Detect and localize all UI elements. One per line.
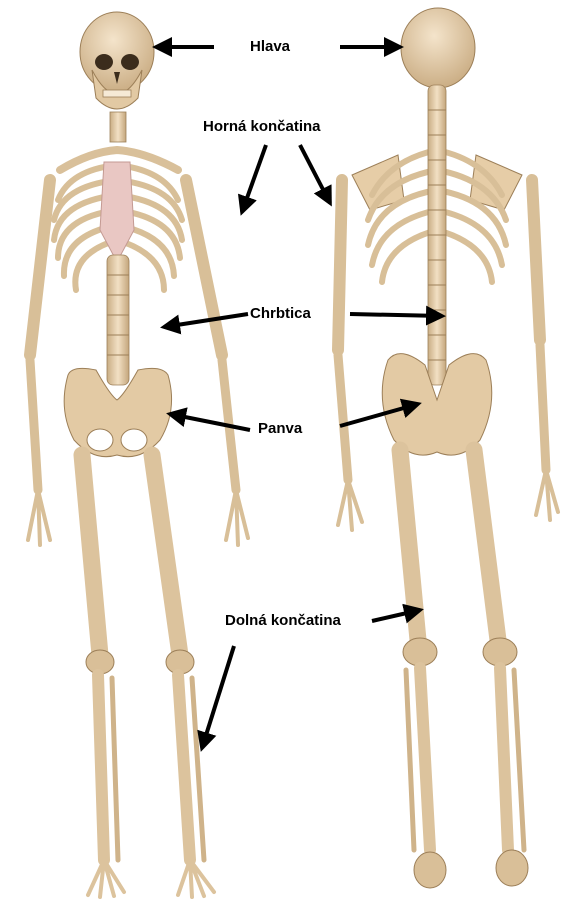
arrow-spine-front: [164, 314, 248, 327]
label-lower-limb: Dolná končatina: [225, 612, 341, 629]
arrow-upper-limb-back: [300, 145, 330, 203]
front-skeleton: [28, 12, 248, 897]
front-spine: [107, 255, 129, 385]
back-legs: [400, 450, 528, 888]
arrow-upper-limb-front: [242, 145, 266, 212]
front-legs: [82, 455, 214, 897]
label-upper-limb: Horná končatina: [203, 118, 321, 135]
back-skeleton: [338, 8, 558, 888]
arrow-pelvis-front: [170, 414, 250, 430]
label-spine: Chrbtica: [250, 305, 311, 322]
back-skull: [401, 8, 475, 88]
label-head: Hlava: [250, 38, 290, 55]
label-pelvis: Panva: [258, 420, 302, 437]
front-skull: [80, 12, 154, 109]
back-spine: [428, 85, 446, 385]
arrow-spine-back: [350, 314, 442, 316]
arrow-lower-limb-front: [202, 646, 234, 748]
